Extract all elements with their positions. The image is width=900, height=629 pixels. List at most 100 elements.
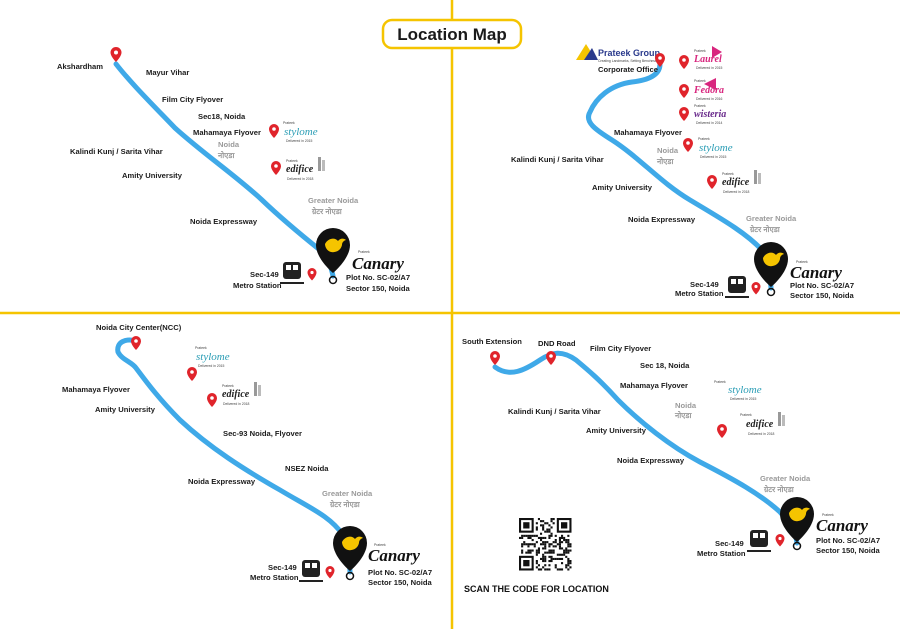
svg-text:stylome: stylome bbox=[699, 142, 733, 154]
svg-text:Prateek: Prateek bbox=[222, 384, 234, 388]
label-kalindi-kunj: Kalindi Kunj / Sarita Vihar bbox=[70, 147, 163, 156]
pin-edifice bbox=[271, 161, 281, 175]
route-top-right bbox=[586, 61, 774, 291]
svg-text:Prateek: Prateek bbox=[358, 250, 370, 254]
label-amity-university: Amity University bbox=[586, 426, 647, 435]
label-noida: Noida bbox=[657, 146, 679, 155]
label-akshardham: Akshardham bbox=[57, 62, 103, 71]
canary-logo: Prateek Canary bbox=[352, 250, 404, 273]
pin-edifice bbox=[717, 424, 727, 438]
svg-text:Prateek: Prateek bbox=[796, 260, 808, 264]
label-plot-no: Plot No. SC-02/A7 bbox=[790, 281, 854, 290]
svg-text:Prateek: Prateek bbox=[694, 104, 706, 108]
label-plot-no: Plot No. SC-02/A7 bbox=[368, 568, 432, 577]
svg-text:Delivered in 2015: Delivered in 2015 bbox=[730, 397, 757, 401]
svg-text:stylome: stylome bbox=[284, 126, 318, 138]
label-greater-noida-hindi: ग्रेटर नोएडा bbox=[329, 500, 361, 509]
svg-text:Prateek: Prateek bbox=[195, 346, 207, 350]
stylome-logo: Prateek stylome Delivered in 2015 bbox=[698, 137, 733, 159]
map-top-right: Prateek Group Creating Landmarks, Settin… bbox=[511, 44, 855, 300]
label-mahamaya-flyover: Mahamaya Flyover bbox=[620, 381, 688, 390]
label-amity-university: Amity University bbox=[95, 405, 156, 414]
pin-laurel bbox=[679, 55, 689, 69]
svg-text:Canary: Canary bbox=[816, 516, 868, 535]
pin-stylome bbox=[187, 367, 197, 381]
svg-text:Delivered in 2018: Delivered in 2018 bbox=[723, 190, 750, 194]
label-mahamaya-flyover: Mahamaya Flyover bbox=[614, 128, 682, 137]
stylome-logo: Prateek stylome Delivered in 2015 bbox=[195, 346, 230, 368]
label-greater-noida: Greater Noida bbox=[322, 489, 373, 498]
svg-text:Delivered in 2018: Delivered in 2018 bbox=[748, 432, 775, 436]
label-sec149: Sec-149 bbox=[268, 563, 297, 572]
svg-text:Canary: Canary bbox=[368, 546, 420, 565]
label-south-extension: South Extension bbox=[462, 337, 522, 346]
label-sec18: Sec18, Noida bbox=[198, 112, 246, 121]
svg-text:edifice: edifice bbox=[222, 389, 250, 400]
pin-ncc bbox=[131, 336, 141, 350]
label-mahamaya-flyover: Mahamaya Flyover bbox=[62, 385, 130, 394]
canary-logo: Prateek Canary bbox=[816, 513, 868, 535]
edifice-logo: Prateek edifice Delivered in 2018 bbox=[722, 170, 761, 194]
label-sec149: Sec-149 bbox=[690, 280, 719, 289]
svg-text:Laurel: Laurel bbox=[693, 54, 722, 65]
stylome-logo: Prateek stylome Delivered in 2015 bbox=[714, 380, 762, 401]
label-dnd-road: DND Road bbox=[538, 339, 576, 348]
svg-text:Delivered in 2014: Delivered in 2014 bbox=[696, 121, 723, 125]
label-sec149: Sec-149 bbox=[715, 539, 744, 548]
edifice-logo: Prateek edifice Delivered in 2018 bbox=[222, 382, 261, 406]
svg-text:Prateek: Prateek bbox=[286, 159, 298, 163]
svg-text:Prateek: Prateek bbox=[714, 380, 726, 384]
map-bottom-left: Noida City Center(NCC) Prateek stylome D… bbox=[62, 323, 433, 587]
label-greater-noida-hindi: ग्रेटर नोएडा bbox=[311, 207, 343, 216]
label-plot-no: Plot No. SC-02/A7 bbox=[816, 536, 880, 545]
pin-metro bbox=[751, 282, 761, 295]
svg-text:stylome: stylome bbox=[728, 384, 762, 396]
svg-text:Prateek: Prateek bbox=[694, 79, 706, 83]
label-sec149: Sec-149 bbox=[250, 270, 279, 279]
label-sector150: Sector 150, Noida bbox=[816, 546, 881, 555]
canary-logo: Prateek Canary bbox=[368, 543, 420, 565]
fedora-logo: Prateek Fedora Delivered in 2016 bbox=[693, 78, 724, 101]
canary-logo: Prateek Canary bbox=[790, 260, 842, 282]
scan-code-text: SCAN THE CODE FOR LOCATION bbox=[464, 584, 609, 594]
pin-stylome bbox=[269, 124, 279, 138]
route-bottom-right bbox=[492, 350, 800, 546]
svg-text:Prateek: Prateek bbox=[822, 513, 834, 517]
qr-code[interactable] bbox=[519, 518, 572, 571]
svg-text:edifice: edifice bbox=[746, 419, 774, 430]
title-box bbox=[381, 18, 523, 50]
pin-metro bbox=[775, 534, 785, 547]
svg-text:Canary: Canary bbox=[790, 263, 842, 282]
label-kalindi-kunj: Kalindi Kunj / Sarita Vihar bbox=[508, 407, 601, 416]
label-sector150: Sector 150, Noida bbox=[368, 578, 433, 587]
svg-text:Fedora: Fedora bbox=[693, 85, 724, 96]
svg-text:Delivered in 2015: Delivered in 2015 bbox=[696, 66, 723, 70]
label-plot-no: Plot No. SC-02/A7 bbox=[346, 273, 410, 282]
label-noida: Noida bbox=[675, 401, 697, 410]
pin-corporate bbox=[655, 53, 665, 67]
svg-text:Prateek: Prateek bbox=[740, 413, 752, 417]
pin-metro bbox=[325, 566, 335, 579]
label-amity-university: Amity University bbox=[592, 183, 653, 192]
label-prateek-group: Prateek Group bbox=[598, 48, 661, 58]
edifice-logo: Prateek edifice Delivered in 2018 bbox=[740, 412, 785, 436]
pin-south-extension bbox=[490, 351, 500, 365]
canary-pin bbox=[780, 497, 814, 551]
svg-text:Prateek: Prateek bbox=[374, 543, 386, 547]
svg-text:wisteria: wisteria bbox=[694, 109, 726, 120]
pin-akshardham bbox=[110, 47, 122, 62]
pin-wisteria bbox=[679, 107, 689, 121]
svg-text:Prateek: Prateek bbox=[283, 121, 295, 125]
metro-icon bbox=[725, 276, 749, 298]
label-greater-noida-hindi: ग्रेटर नोएडा bbox=[749, 225, 781, 234]
label-greater-noida: Greater Noida bbox=[760, 474, 811, 483]
stylome-logo: Prateek stylome Delivered in 2015 bbox=[283, 121, 318, 143]
label-metro-station: Metro Station bbox=[675, 289, 724, 298]
label-metro-station: Metro Station bbox=[233, 281, 282, 290]
label-noida: Noida bbox=[218, 140, 240, 149]
map-top-left: Akshardham Mayur Vihar Film City Flyover… bbox=[57, 47, 411, 293]
label-metro-station: Metro Station bbox=[250, 573, 299, 582]
label-film-city-flyover: Film City Flyover bbox=[162, 95, 223, 104]
page-title: Location Map bbox=[397, 25, 507, 44]
